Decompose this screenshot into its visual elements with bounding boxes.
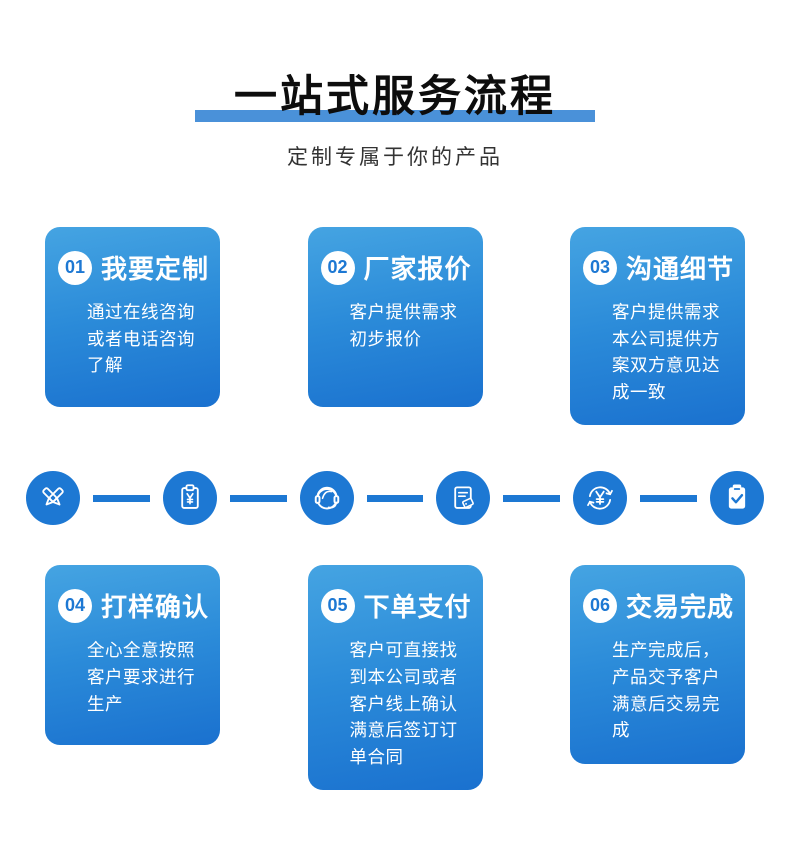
flow-connector: [503, 494, 561, 502]
flow-connector: [93, 494, 150, 502]
flow-connector: [640, 494, 697, 502]
customer-service-headset-icon: [299, 471, 354, 526]
step-card-03: 03 沟通细节 客户提供需求本公司提供方案双方意见达成一致: [570, 227, 745, 426]
title-underline-bar: [195, 110, 595, 122]
header: 一站式服务流程 定制专属于你的产品: [0, 0, 790, 171]
step-description: 客户提供需求本公司提供方案双方意见达成一致: [612, 302, 720, 402]
step-number-badge: 01: [58, 250, 92, 285]
steps-row-bottom: 04 打样确认 全心全意按照客户要求进行生产 05 下单支付 客户可直接找到本公…: [0, 565, 790, 791]
step-title: 厂家报价: [363, 254, 472, 284]
step-card-02: 02 厂家报价 客户提供需求初步报价: [307, 227, 483, 407]
step-title: 我要定制: [101, 254, 210, 284]
step-description: 客户可直接找到本公司或者客户线上确认满意后签订订单合同: [349, 640, 458, 767]
payment-yen-refresh-icon: [573, 471, 628, 526]
page-subtitle: 定制专属于你的产品: [287, 146, 503, 169]
step-number-badge: 04: [58, 588, 92, 623]
step-card-head: 02 厂家报价: [320, 249, 472, 286]
step-description: 全心全意按照客户要求进行生产: [87, 640, 195, 714]
step-title: 下单支付: [363, 592, 472, 623]
page-title: 一站式服务流程: [234, 73, 556, 121]
flow-connector: [366, 494, 424, 502]
step-card-head: 06 交易完成: [583, 587, 735, 624]
step-card-head: 05 下单支付: [320, 587, 472, 624]
step-number-badge: 02: [320, 250, 355, 285]
step-description: 生产完成后，产品交予客户满意后交易完成: [612, 640, 720, 741]
flow-connector: [229, 494, 287, 502]
deal-done-clipboard-check-icon: [709, 471, 764, 526]
quote-clipboard-yen-icon: [162, 471, 217, 526]
step-title: 交易完成: [626, 592, 735, 623]
steps-row-top: 01 我要定制 通过在线咨询或者电话咨询了解 02 厂家报价 客户提供需求初步报…: [0, 227, 790, 426]
step-card-head: 01 我要定制: [58, 249, 210, 286]
step-card-06: 06 交易完成 生产完成后，产品交予客户满意后交易完成: [570, 565, 745, 764]
step-number-badge: 03: [583, 250, 617, 285]
step-title: 打样确认: [101, 592, 210, 623]
step-card-head: 04 打样确认: [58, 587, 210, 624]
step-card-01: 01 我要定制 通过在线咨询或者电话咨询了解: [45, 227, 220, 407]
step-description: 客户提供需求初步报价: [349, 302, 458, 349]
step-title: 沟通细节: [626, 254, 735, 284]
document-tag-icon: [436, 471, 491, 526]
step-number-badge: 05: [320, 588, 355, 623]
page-title-wrap: 一站式服务流程: [195, 62, 595, 124]
step-card-05: 05 下单支付 客户可直接找到本公司或者客户线上确认满意后签订订单合同: [307, 565, 483, 791]
step-description: 通过在线咨询或者电话咨询了解: [87, 302, 195, 376]
design-pens-icon: [26, 471, 80, 526]
step-number-badge: 06: [583, 588, 617, 623]
process-icon-flow: [0, 471, 790, 526]
step-card-head: 03 沟通细节: [583, 249, 735, 286]
step-card-04: 04 打样确认 全心全意按照客户要求进行生产: [45, 565, 220, 746]
